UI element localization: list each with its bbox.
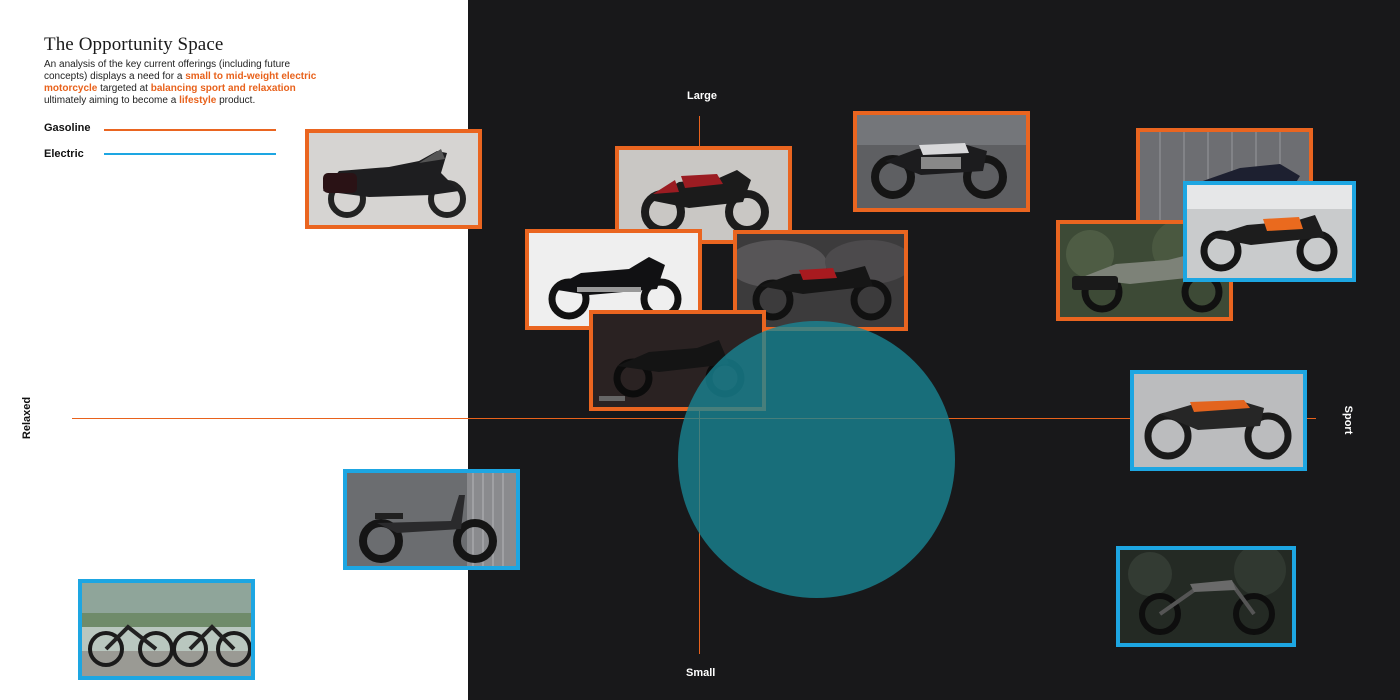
desc-highlight-2: balancing sport and relaxation (150, 83, 296, 94)
scooter-electric-card (343, 469, 520, 570)
legend-electric-label: Electric (44, 148, 84, 160)
opportunity-target-circle (678, 321, 955, 598)
livewire-motorcycle-card (1183, 181, 1356, 282)
custom-motorcycle-card (853, 111, 1030, 212)
axis-label-small: Small (686, 667, 716, 679)
electric-flattrack-photo-icon (1134, 374, 1303, 467)
axis-label-large: Large (687, 90, 717, 102)
axis-label-sport: Sport (1342, 405, 1354, 435)
ebicycle-electric-card (78, 579, 255, 680)
sportster-motorcycle-card (733, 230, 908, 331)
touring-motorcycle-photo-icon (309, 133, 478, 225)
desc-text-1: An analysis of the key current offerings… (44, 59, 291, 82)
flattrack-electric-card (1130, 370, 1307, 471)
axis-label-relaxed: Relaxed (21, 396, 33, 440)
custom-motorcycle-photo-icon (857, 115, 1026, 208)
electric-bicycle-photo-icon (82, 583, 251, 676)
desc-highlight-1: small to mid-weight electric motorcycle (44, 71, 317, 94)
sportster-motorcycle-photo-icon (737, 234, 904, 327)
desc-text-4: product. (216, 95, 256, 106)
desc-highlight-3: lifestyle (179, 95, 217, 106)
desc-text-2: targeted at (97, 83, 151, 94)
legend-electric-line (104, 153, 276, 155)
description: An analysis of the key current offerings… (44, 59, 326, 107)
dirtbike-electric-card (1116, 546, 1296, 647)
desc-text-3: ultimately aiming to become a (44, 95, 180, 106)
electric-dirtbike-photo-icon (1120, 550, 1292, 643)
touring-motorcycle-card (305, 129, 482, 229)
legend-gasoline-label: Gasoline (44, 122, 91, 134)
page-title: The Opportunity Space (44, 34, 224, 55)
electric-scooter-photo-icon (347, 473, 516, 566)
cruiser-motorcycle-photo-icon (619, 150, 788, 240)
electric-motorcycle-photo-icon (1187, 185, 1352, 278)
legend-gasoline-line (104, 129, 276, 131)
